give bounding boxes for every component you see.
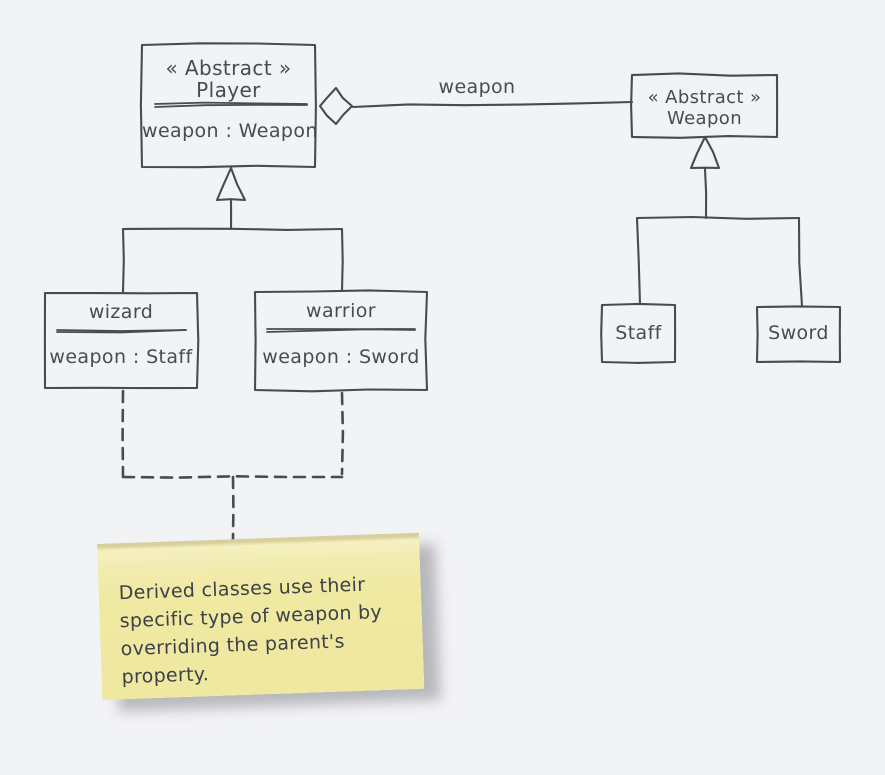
inheritance-triangle-player bbox=[215, 166, 247, 202]
inheritance-bus-player bbox=[121, 227, 344, 231]
inheritance-triangle-weapon bbox=[689, 135, 721, 170]
inheritance-drop-sword bbox=[797, 216, 804, 308]
player-attribute: weapon : Weapon bbox=[142, 120, 318, 142]
warrior-class-name: warrior bbox=[306, 300, 376, 322]
note-link-horizontal bbox=[121, 475, 344, 479]
player-class-box bbox=[139, 42, 317, 169]
weapon-class-box bbox=[630, 72, 779, 139]
weapon-stereotype: « Abstract » bbox=[647, 87, 762, 108]
aggregation-diamond bbox=[318, 86, 354, 126]
wizard-class-box bbox=[43, 291, 200, 390]
association-label: weapon bbox=[438, 76, 516, 98]
aggregation-line bbox=[351, 100, 634, 109]
staff-class-name: Staff bbox=[615, 322, 662, 344]
inheritance-drop-staff bbox=[635, 216, 642, 306]
player-class-name: Player bbox=[196, 78, 261, 102]
wizard-class-name: wizard bbox=[88, 301, 154, 323]
inheritance-drop-warrior bbox=[340, 227, 344, 293]
staff-class-box bbox=[600, 302, 677, 364]
player-stereotype: « Abstract » bbox=[165, 56, 292, 80]
player-divider bbox=[154, 101, 308, 105]
inheritance-stem-weapon bbox=[703, 167, 708, 220]
weapon-class-name: Weapon bbox=[666, 108, 743, 129]
sword-class-box bbox=[755, 305, 842, 364]
sword-class-name: Sword bbox=[768, 322, 829, 344]
sticky-note: Derived classes use their specific type … bbox=[97, 532, 425, 700]
warrior-divider-2 bbox=[266, 328, 416, 333]
inheritance-drop-wizard bbox=[121, 227, 125, 294]
inheritance-bus-weapon bbox=[635, 215, 801, 220]
warrior-attribute: weapon : Sword bbox=[262, 346, 420, 368]
note-link-warrior bbox=[340, 391, 345, 476]
wizard-attribute: weapon : Staff bbox=[49, 346, 193, 368]
sticky-note-text: Derived classes use their specific type … bbox=[118, 569, 414, 691]
sticky-note-line-3: overriding the parent's property. bbox=[120, 630, 346, 689]
wizard-divider-2 bbox=[56, 329, 187, 334]
player-divider-2 bbox=[154, 104, 308, 108]
warrior-class-box bbox=[253, 289, 429, 393]
